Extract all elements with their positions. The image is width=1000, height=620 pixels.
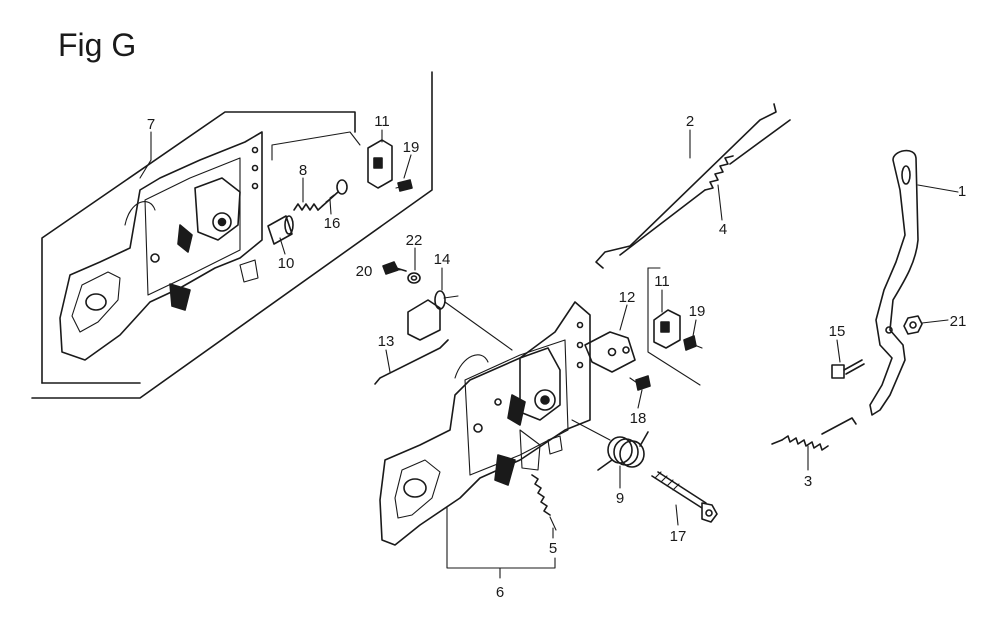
washer-22 — [407, 272, 421, 284]
callout-3: 3 — [804, 473, 812, 490]
bolt-18 — [629, 375, 651, 391]
callout-16: 16 — [324, 215, 341, 232]
callout-20: 20 — [356, 263, 373, 280]
bolt-15 — [831, 359, 865, 379]
main-control-base-plate — [379, 301, 591, 546]
leader-lines-lower — [571, 419, 611, 441]
collar-14 — [407, 290, 459, 341]
leader-14 — [444, 301, 513, 351]
callout-19-inset: 19 — [403, 139, 420, 156]
inset-leader-line — [271, 131, 361, 161]
callout-9: 9 — [616, 490, 624, 507]
spring-3 — [771, 417, 857, 451]
callout-14: 14 — [434, 251, 451, 268]
inset-control-base-plate — [59, 131, 263, 361]
bolt-19 — [683, 335, 703, 351]
callout-13: 13 — [378, 333, 395, 350]
callout-4: 4 — [719, 221, 727, 238]
callout-leaders — [139, 129, 959, 539]
bracket-11 — [653, 309, 681, 349]
link-rod-13 — [374, 339, 449, 385]
torsion-spring-9 — [597, 431, 649, 471]
spring-5 — [531, 474, 557, 531]
callout-2: 2 — [686, 113, 694, 130]
bracket-12 — [584, 331, 636, 373]
inset-assembly-frame — [31, 71, 433, 399]
callout-labels: 1 2 3 4 5 6 7 8 9 10 11 11 12 13 14 15 1… — [147, 113, 967, 601]
callout-19-main: 19 — [689, 303, 706, 320]
callout-21: 21 — [950, 313, 967, 330]
callout-5: 5 — [549, 540, 557, 557]
callout-1: 1 — [958, 183, 966, 200]
callout-10: 10 — [278, 255, 295, 272]
callout-11-main: 11 — [654, 273, 670, 290]
inset-spring-8 — [293, 203, 319, 211]
inset-bolt-19 — [395, 179, 413, 192]
group-frame-11-19 — [647, 267, 701, 386]
bolt-20 — [382, 261, 407, 275]
inset-bracket-11 — [367, 139, 393, 189]
callout-22: 22 — [406, 232, 423, 249]
inset-screw-16 — [317, 179, 348, 211]
callout-11-inset: 11 — [374, 113, 390, 130]
nut-21 — [903, 315, 923, 335]
callout-17: 17 — [670, 528, 687, 545]
inset-collar-10 — [267, 215, 294, 245]
figure-title: Fig G — [58, 27, 136, 63]
callout-8: 8 — [299, 162, 307, 179]
callout-15: 15 — [829, 323, 846, 340]
bolt-17 — [651, 471, 718, 523]
callout-7: 7 — [147, 116, 155, 133]
governor-rod-2 — [595, 103, 777, 269]
callout-18: 18 — [630, 410, 647, 427]
callout-12: 12 — [619, 289, 636, 306]
callout-bracket-6 — [446, 506, 556, 579]
spring-4 — [619, 119, 791, 256]
callout-6: 6 — [496, 584, 504, 601]
control-lever-1 — [869, 149, 919, 416]
